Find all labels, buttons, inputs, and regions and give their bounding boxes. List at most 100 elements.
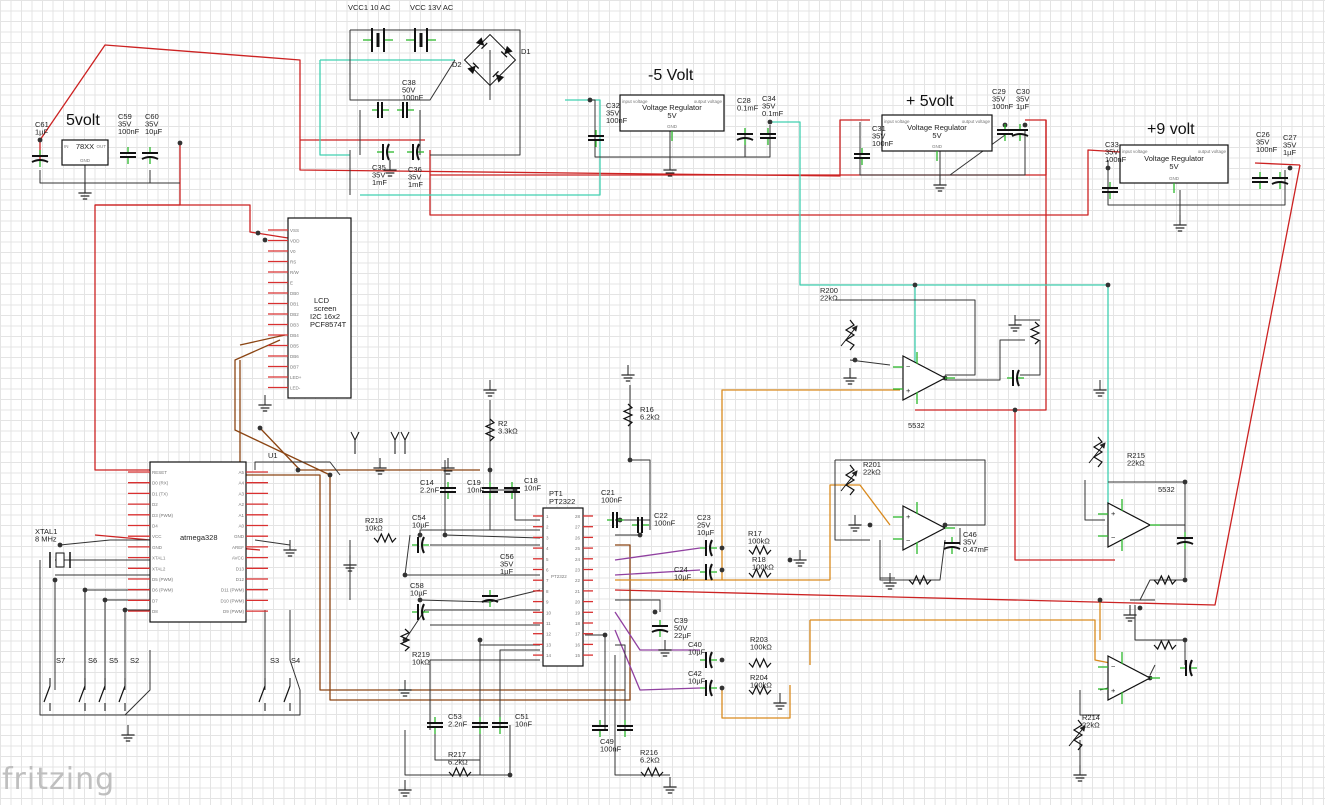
lcd-title-line: LCD bbox=[314, 296, 330, 305]
diode-bar bbox=[481, 42, 488, 50]
lcd-pin-label: DB1 bbox=[290, 302, 299, 307]
component-label: C59 bbox=[118, 112, 132, 121]
component-label: R2 bbox=[498, 419, 508, 428]
junction bbox=[1105, 282, 1111, 288]
lcd-pin-label: DB0 bbox=[290, 291, 299, 296]
component-label: C46 bbox=[963, 530, 977, 539]
opamp-input-sign: + bbox=[906, 386, 911, 395]
mcu-pin-label: A4 bbox=[238, 481, 244, 486]
ground-symbol bbox=[1123, 605, 1137, 622]
antenna-lines bbox=[400, 431, 410, 454]
regulator-voltage: 5V bbox=[932, 131, 941, 140]
wire bbox=[489, 400, 540, 531]
wire bbox=[39, 560, 151, 716]
regulator-pin-gnd: GND bbox=[932, 144, 943, 149]
electrolytic-capacitor bbox=[700, 539, 717, 557]
component-label: 10nF bbox=[524, 484, 542, 493]
resistor bbox=[448, 766, 472, 778]
pt-pin-number: 26 bbox=[575, 535, 581, 540]
wire bbox=[1149, 664, 1156, 676]
diode-bar bbox=[500, 51, 508, 58]
component-label: S7 bbox=[56, 656, 65, 665]
component-label: C54 bbox=[412, 513, 426, 522]
cap-plate-curved bbox=[709, 563, 713, 581]
component-label: C21 bbox=[601, 488, 615, 497]
junction bbox=[587, 97, 593, 103]
wire bbox=[104, 599, 150, 690]
component-label: 2.2nF bbox=[420, 486, 440, 495]
component-label: 10µF bbox=[410, 589, 428, 598]
cap-plate-curved bbox=[421, 536, 425, 554]
component-label: C19 bbox=[467, 478, 481, 487]
regulator-title: 78XX bbox=[76, 142, 94, 151]
component-label: 22kΩ bbox=[820, 294, 838, 303]
lcd-pin-label: DB4 bbox=[290, 333, 299, 338]
opamp: −+ bbox=[893, 352, 955, 404]
mcu-pin-label: A0 bbox=[238, 524, 244, 529]
component-label: 10µF bbox=[688, 648, 706, 657]
component-label: 10µF bbox=[412, 521, 430, 530]
wire bbox=[1020, 340, 1041, 376]
component-label: C32 bbox=[606, 101, 620, 110]
wire bbox=[239, 334, 286, 346]
switch-lever bbox=[43, 685, 51, 703]
resistor-zigzag bbox=[748, 567, 772, 579]
rail-label-plus-5-volt: + 5volt bbox=[906, 93, 954, 110]
component-label: C30 bbox=[1016, 87, 1030, 96]
junction bbox=[787, 557, 793, 563]
component-label: C18 bbox=[524, 476, 538, 485]
component-label: 100nF bbox=[601, 496, 623, 505]
component-label: 35V bbox=[606, 109, 619, 118]
pt-pin-number: 21 bbox=[575, 589, 581, 594]
pt-pin-number: 6 bbox=[546, 568, 549, 573]
antenna-lines bbox=[390, 431, 400, 454]
component-label: 22kΩ bbox=[1082, 721, 1100, 730]
ground-symbol bbox=[398, 780, 412, 797]
junction bbox=[102, 597, 108, 603]
junction bbox=[767, 119, 773, 125]
lcd-title-line: screen bbox=[314, 304, 337, 313]
mcu-pin-label: A1 bbox=[238, 513, 244, 518]
component-label: 35V bbox=[762, 102, 775, 111]
component-label: 22kΩ bbox=[1127, 459, 1145, 468]
opamp-input-sign: + bbox=[1111, 686, 1116, 695]
regulator-body bbox=[619, 94, 725, 132]
wire bbox=[124, 609, 150, 690]
fritzing-watermark: fritzing bbox=[2, 762, 116, 797]
regulator-pin-gnd: GND bbox=[1169, 176, 1180, 181]
lcd-pin-label: R/W bbox=[290, 270, 300, 275]
pt-pin-number: 18 bbox=[575, 621, 581, 626]
pot-wiper-arrow bbox=[1068, 725, 1086, 747]
pt-pin-number: 9 bbox=[546, 600, 549, 605]
antenna-symbol bbox=[350, 431, 360, 454]
wire bbox=[429, 659, 540, 730]
component-label: R16 bbox=[640, 405, 654, 414]
resistor-zigzag bbox=[844, 464, 856, 496]
electrolytic-capacitor bbox=[700, 679, 717, 697]
ground-symbol bbox=[663, 777, 677, 794]
cap-plate-curved bbox=[651, 629, 669, 633]
component-label: 100kΩ bbox=[752, 563, 774, 572]
junction bbox=[402, 572, 408, 578]
wire bbox=[721, 685, 791, 719]
resistor bbox=[748, 544, 772, 556]
electrolytic-capacitor bbox=[31, 150, 49, 167]
component-label: VCC 13V AC bbox=[410, 3, 454, 12]
wire bbox=[614, 547, 701, 561]
component-label: 35V bbox=[1105, 148, 1118, 157]
junction bbox=[1137, 605, 1143, 611]
electrolytic-capacitor bbox=[412, 536, 429, 554]
component-label: 35V bbox=[963, 538, 976, 547]
wire bbox=[614, 164, 1301, 606]
component-label: R201 bbox=[863, 460, 881, 469]
wire bbox=[95, 204, 289, 239]
mcu-pin-label: D1 (TX) bbox=[152, 491, 168, 496]
component-label: S4 bbox=[291, 656, 300, 665]
component-label: C56 bbox=[500, 552, 514, 561]
ground-symbol bbox=[773, 693, 787, 710]
pt-pin-number: 10 bbox=[546, 610, 552, 615]
switch-lever bbox=[283, 685, 291, 703]
pt-pin-number: 25 bbox=[575, 546, 581, 551]
mcu-body bbox=[149, 461, 247, 623]
